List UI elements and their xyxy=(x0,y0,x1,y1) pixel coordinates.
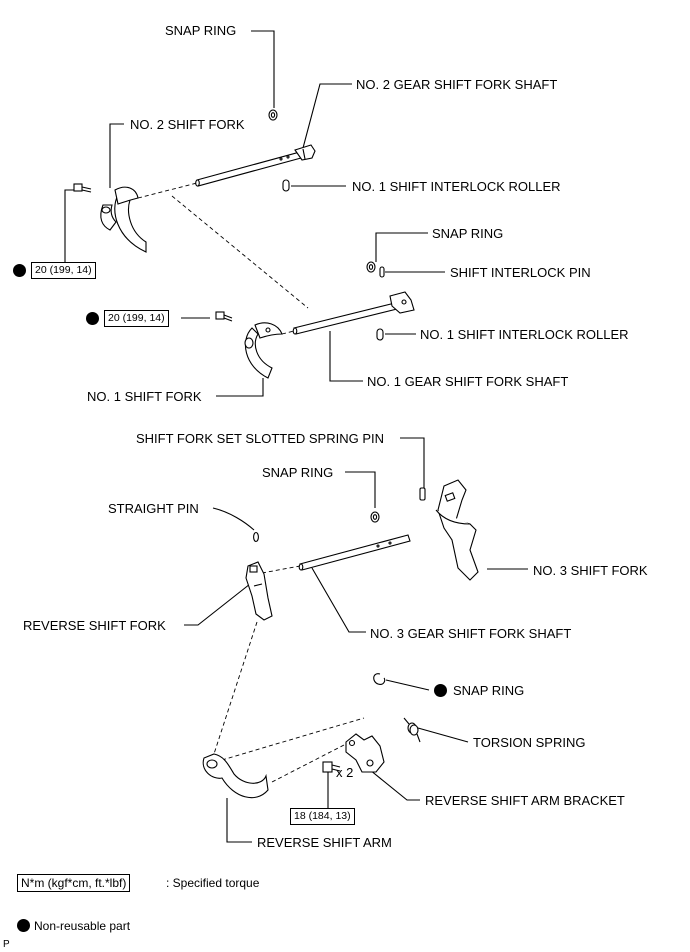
slotted-spring-pin-part xyxy=(419,487,426,501)
reverse-shift-arm-part xyxy=(202,753,269,799)
no3-shift-fork-part xyxy=(435,479,479,581)
no2-fork-bolt-part xyxy=(73,183,92,193)
snap-ring-2-part xyxy=(366,261,376,273)
label-no1-shift-interlock-roller-2: NO. 1 SHIFT INTERLOCK ROLLER xyxy=(420,327,629,342)
legend-non-reusable-dot xyxy=(17,919,30,932)
leader-snap-ring-3 xyxy=(345,471,376,508)
no2-shift-fork-part xyxy=(100,186,147,253)
label-no2-gear-shift-fork-shaft: NO. 2 GEAR SHIFT FORK SHAFT xyxy=(356,77,558,92)
snap-ring-4-part xyxy=(373,673,386,685)
label-no3-shift-fork: NO. 3 SHIFT FORK xyxy=(533,563,648,578)
no1-gear-shift-fork-shaft-part xyxy=(292,291,415,335)
no2-gear-shift-fork-shaft-part xyxy=(195,144,316,187)
no1-fork-bolt-part xyxy=(215,311,233,322)
label-no1-shift-interlock-roller-1: NO. 1 SHIFT INTERLOCK ROLLER xyxy=(352,179,561,194)
reverse-shift-arm-bracket-part xyxy=(345,733,385,773)
non-reusable-dot-1 xyxy=(13,264,26,277)
torque-no2-fork-bolt: 20 (199, 14) xyxy=(31,262,96,279)
leader-slotted-pin xyxy=(400,437,425,488)
leader-no2-fork-bolt xyxy=(64,189,78,265)
legend-non-reusable-text: Non-reusable part xyxy=(34,919,131,933)
label-snap-ring-1: SNAP RING xyxy=(165,23,237,38)
leader-reverse-arm xyxy=(226,798,252,843)
label-no1-shift-fork: NO. 1 SHIFT FORK xyxy=(87,389,202,404)
label-torsion-spring: TORSION SPRING xyxy=(473,735,586,750)
label-shift-fork-set-slotted-spring-pin: SHIFT FORK SET SLOTTED SPRING PIN xyxy=(136,431,385,446)
label-reverse-shift-fork: REVERSE SHIFT FORK xyxy=(23,618,166,633)
label-no1-gear-shift-fork-shaft: NO. 1 GEAR SHIFT FORK SHAFT xyxy=(367,374,569,389)
leader-reverse-fork xyxy=(184,583,251,626)
reverse-shift-fork-part xyxy=(245,561,273,621)
leader-no1-shaft xyxy=(329,331,363,382)
non-reusable-dot-2 xyxy=(86,312,99,325)
label-no3-gear-shift-fork-shaft: NO. 3 GEAR SHIFT FORK SHAFT xyxy=(370,626,572,641)
legend-torque-unit: N*m (kgf*cm, ft.*lbf) xyxy=(17,874,131,892)
label-shift-interlock-pin: SHIFT INTERLOCK PIN xyxy=(450,265,591,280)
leader-snap-ring-1 xyxy=(251,30,275,108)
label-snap-ring-2: SNAP RING xyxy=(432,226,504,241)
straight-pin-part xyxy=(253,531,259,543)
label-qty-x2: x 2 xyxy=(336,765,354,780)
leader-torsion-spring xyxy=(417,727,469,743)
leader-snap-ring-2 xyxy=(375,232,428,262)
bracket-bolt-part xyxy=(322,761,341,773)
label-no2-shift-fork: NO. 2 SHIFT FORK xyxy=(130,117,245,132)
legend-torque-desc: : Specified torque xyxy=(166,876,260,890)
interlock-roller-1-part xyxy=(282,179,290,192)
interlock-roller-2-part xyxy=(376,328,384,341)
snap-ring-1-part xyxy=(268,109,278,121)
no1-shift-fork-part xyxy=(244,322,283,379)
label-straight-pin: STRAIGHT PIN xyxy=(108,501,199,516)
leader-straight-pin xyxy=(212,507,255,531)
label-reverse-shift-arm-bracket: REVERSE SHIFT ARM BRACKET xyxy=(425,793,625,808)
leader-no2-shaft xyxy=(302,83,352,149)
leader-no3-shaft xyxy=(311,567,366,633)
torque-bracket-bolt: 18 (184, 13) xyxy=(290,808,355,825)
corner-mark: P xyxy=(3,939,10,950)
torsion-spring-part xyxy=(403,717,421,743)
label-reverse-shift-arm: REVERSE SHIFT ARM xyxy=(257,835,392,850)
interlock-pin-part xyxy=(379,266,385,278)
leader-no1-fork xyxy=(216,378,264,397)
non-reusable-dot-3 xyxy=(434,684,447,697)
leader-no2-fork xyxy=(109,123,124,188)
label-snap-ring-3: SNAP RING xyxy=(262,465,334,480)
snap-ring-3-part xyxy=(370,511,380,523)
no3-gear-shift-fork-shaft-part xyxy=(298,534,411,571)
label-snap-ring-4: SNAP RING xyxy=(453,683,525,698)
torque-no1-fork-bolt: 20 (199, 14) xyxy=(104,310,169,327)
leader-snap-ring-4 xyxy=(385,679,430,691)
leader-bracket xyxy=(369,769,420,801)
